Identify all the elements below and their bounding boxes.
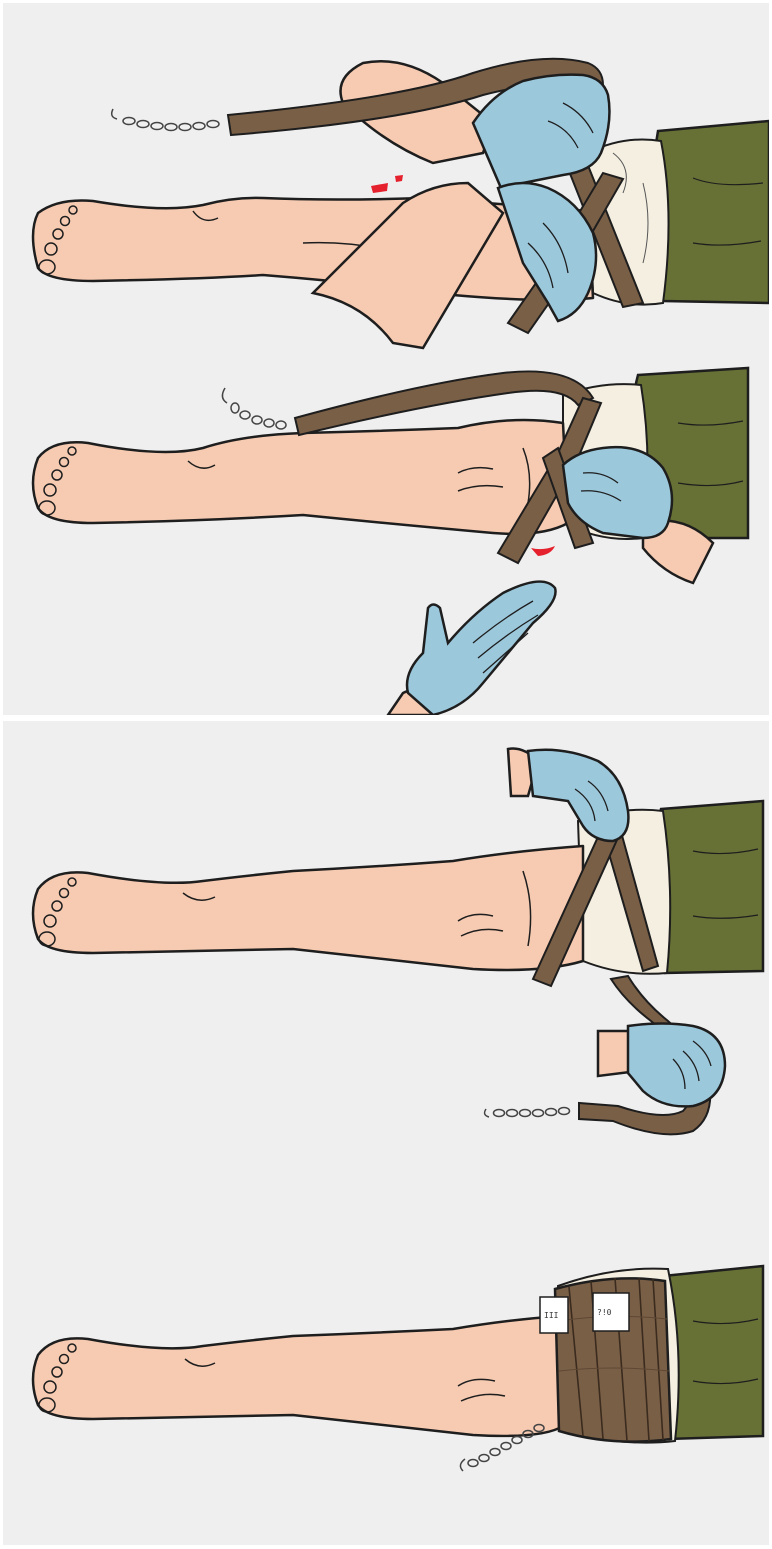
chain-buckle-icon <box>112 109 219 131</box>
panel-top-art <box>3 3 769 715</box>
blood-mark-1 <box>371 175 403 193</box>
step-1-illustration <box>33 59 769 348</box>
leg-2 <box>33 420 568 534</box>
step-4-illustration: III ?!0 <box>33 1266 763 1471</box>
step-2-illustration <box>33 368 748 715</box>
leg-3 <box>33 846 583 970</box>
step-3-illustration <box>33 749 763 1135</box>
panel-steps-3-4: III ?!0 <box>3 721 769 1545</box>
tourniquet-tag-right: ?!0 <box>593 1293 629 1331</box>
tag-left-mark: III <box>544 1311 559 1320</box>
tag-right-mark: ?!0 <box>597 1308 612 1317</box>
panel-bottom-art: III ?!0 <box>3 721 769 1545</box>
panel-steps-1-2 <box>3 3 769 715</box>
tourniquet-tag-left: III <box>540 1297 568 1333</box>
blood-mark-2 <box>531 546 555 556</box>
chain-buckle-icon <box>485 1108 570 1118</box>
chain-buckle-icon <box>222 388 286 429</box>
leg-4 <box>33 1316 563 1436</box>
